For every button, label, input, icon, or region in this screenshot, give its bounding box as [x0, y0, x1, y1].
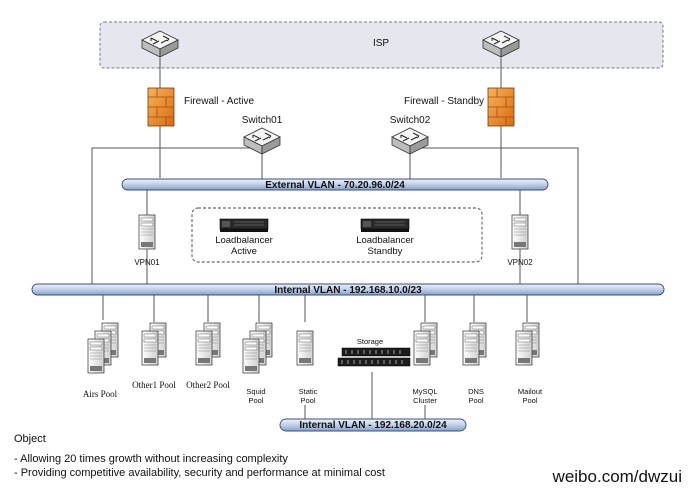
left-frame-link	[91, 147, 262, 288]
other1-pool-label: Other1 Pool	[132, 380, 176, 390]
pool-links	[102, 295, 528, 322]
mysql-cluster-label: MySQL Cluster	[412, 387, 437, 405]
static-pool-label: Static Pool	[299, 387, 318, 405]
object-item-2: - Providing competitive availability, se…	[14, 467, 385, 479]
loadbalancer-standby-label: Loadbalancer Standby	[356, 235, 414, 257]
dns-pool-line1: DNS	[468, 387, 484, 396]
airs-pool-label: Airs Pool	[82, 389, 118, 399]
vpn01-label: VPN01	[134, 258, 160, 267]
loadbalancer-standby-icon	[360, 218, 410, 233]
right-frame-link	[410, 147, 579, 288]
storage-label: Storage	[356, 337, 384, 346]
mysql-cluster-line2: Cluster	[413, 396, 437, 405]
dns-pool-icon	[462, 322, 487, 366]
loadbalancer-group	[191, 207, 483, 263]
loadbalancer-active-label: Loadbalancer Active	[215, 235, 273, 257]
airs-pool-icon	[87, 322, 119, 374]
internal-vlan-pipe	[31, 283, 665, 296]
mysql-cluster-line1: MySQL	[412, 387, 438, 396]
storage-vlan-pipe	[279, 418, 467, 432]
object-item-1: - Allowing 20 times growth without incre…	[14, 453, 288, 465]
external-vlan-pipe	[121, 178, 549, 191]
mailout-pool-line2: Pool	[522, 396, 538, 405]
loadbalancer-standby-line1: Loadbalancer	[356, 235, 414, 246]
loadbalancer-active-line1: Loadbalancer	[215, 235, 273, 246]
firewall-standby-icon	[487, 87, 515, 127]
watermark: weibo.com/dwzui	[552, 467, 682, 486]
mysql-cluster-icon	[413, 322, 438, 366]
storage-array-icon	[337, 347, 411, 367]
dns-pool-label: DNS Pool	[468, 387, 484, 405]
other2-pool-label: Other2 Pool	[186, 380, 230, 390]
external-vlan-label: External VLAN - 70.20.96.0/24	[265, 180, 405, 191]
static-pool-icon	[296, 330, 314, 366]
dns-pool-line2: Pool	[468, 396, 484, 405]
vpn01-server-icon	[138, 214, 156, 250]
switch02-label: Switch02	[389, 115, 431, 126]
vpn02-server-icon	[511, 214, 529, 250]
isp-label: ISP	[372, 38, 390, 49]
static-pool-line2: Pool	[300, 396, 316, 405]
squid-pool-line1: Squid	[246, 387, 266, 396]
static-pool-line1: Static	[298, 387, 318, 396]
squid-pool-icon	[242, 322, 273, 374]
isp-box	[99, 21, 664, 69]
internal-vlan-label: Internal VLAN - 192.168.10.0/23	[274, 285, 422, 296]
firewall-active-icon	[147, 87, 175, 127]
firewall-active-label: Firewall - Active	[184, 96, 255, 107]
loadbalancer-active-line2: Active	[231, 246, 257, 257]
object-title: Object	[14, 433, 46, 445]
mailout-pool-label: Mailout Pool	[518, 387, 542, 405]
loadbalancer-standby-line2: Standby	[367, 246, 403, 257]
other2-pool-icon	[195, 322, 221, 366]
switch01-label: Switch01	[241, 115, 283, 126]
storage-vlan-label: Internal VLAN - 192.168.20.0/24	[299, 420, 447, 431]
switch01-icon	[243, 127, 281, 155]
mailout-pool-icon	[515, 322, 540, 366]
vpn02-label: VPN02	[507, 258, 533, 267]
squid-pool-label: Squid Pool	[246, 387, 265, 405]
loadbalancer-active-icon	[219, 218, 269, 233]
squid-pool-line2: Pool	[248, 396, 264, 405]
firewall-standby-label: Firewall - Standby	[404, 96, 485, 107]
switch02-icon	[391, 127, 429, 155]
mailout-pool-line1: Mailout	[517, 387, 543, 396]
other1-pool-icon	[141, 322, 167, 366]
